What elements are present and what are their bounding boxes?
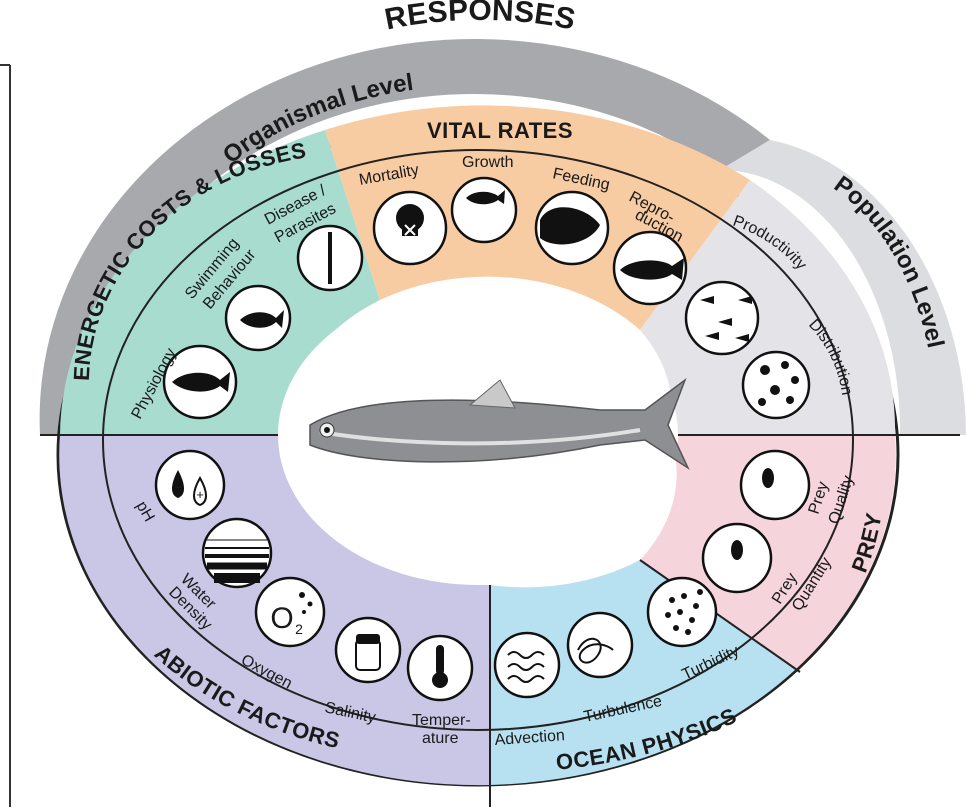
ph-plus-sign: + [196,487,204,502]
prey-quality-icon [741,451,809,519]
advection-icon [495,633,559,697]
distribution-icon [743,352,809,418]
o2-symbol: O [270,602,293,635]
temperature-label-2: ature [422,730,459,747]
productivity-icon [686,282,758,354]
growth-label: Growth [462,154,514,171]
responses-title: RESPONSES [382,0,578,36]
o2-subscript: 2 [295,621,303,637]
growth-icon [452,178,516,242]
temperature-label-1: Temper- [412,712,471,729]
vital-rates-label: VITAL RATES [427,118,573,143]
ph-icon [156,451,224,519]
ph-minus-sign: − [174,479,182,495]
